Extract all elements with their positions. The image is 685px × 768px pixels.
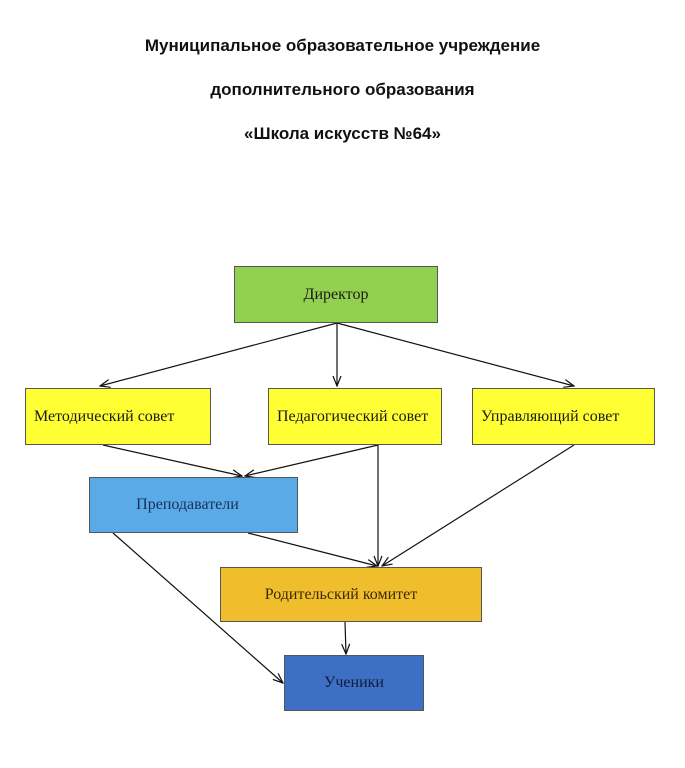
node-parent-committee: Родительский комитет [220,567,482,622]
edge-gov-parents [382,444,575,566]
node-label: Директор [303,285,369,303]
node-students: Ученики [284,655,424,711]
edge-teachers-parents [247,532,377,566]
node-teachers: Преподаватели [89,477,298,533]
node-label: Управляющий совет [481,407,620,425]
edge-parents-students [345,621,346,654]
title-line-3: «Школа искусств №64» [244,124,441,143]
node-label: Родительский комитет [264,585,418,603]
node-label: Ученики [324,674,384,691]
edge-ped-teachers [245,444,379,476]
title-line-1: Муниципальное образовательное учреждение [144,36,541,55]
node-director: Директор [234,266,438,323]
node-label: Преподаватели [136,496,239,513]
node-ped-council: Педагогический совет [268,388,442,445]
edge-teachers-students [112,532,283,683]
node-gov-council: Управляющий совет [472,388,655,445]
node-method-council: Методический совет [25,388,211,445]
title-line-2: дополнительного образования [210,80,475,99]
node-label: Педагогический совет [277,407,429,425]
node-label: Методический совет [34,407,175,425]
edge-method-teachers [102,444,242,476]
edge-director-method [100,322,338,386]
edge-director-gov [336,322,574,386]
